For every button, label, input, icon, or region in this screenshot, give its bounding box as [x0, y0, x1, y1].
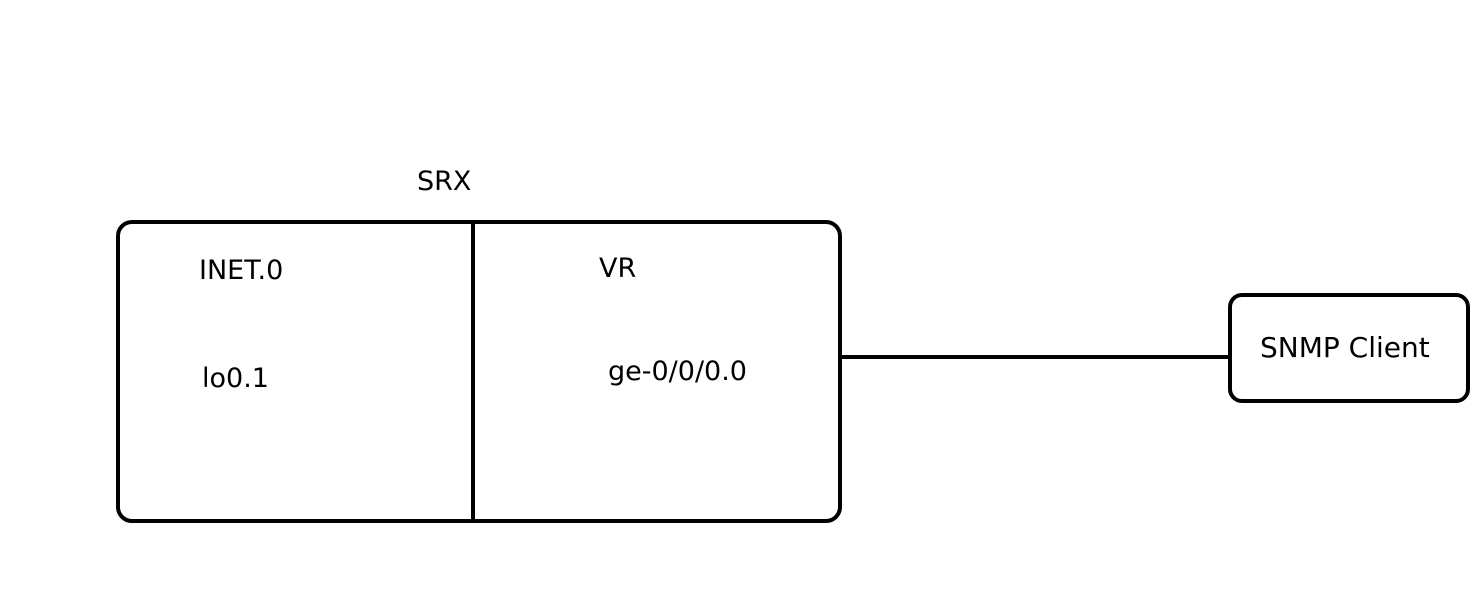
- connection-line: [842, 355, 1232, 359]
- snmp-client-label: SNMP Client: [1260, 331, 1430, 364]
- ge-interface-label: ge-0/0/0.0: [608, 356, 747, 387]
- snmp-client-box: [1228, 293, 1470, 403]
- device-title: SRX: [417, 166, 472, 197]
- srx-device-box: [116, 220, 842, 523]
- inet0-section-label: INET.0: [199, 255, 284, 286]
- vr-section-label: VR: [599, 253, 637, 284]
- routing-instance-divider: [471, 222, 475, 522]
- loopback-interface-label: lo0.1: [202, 363, 269, 394]
